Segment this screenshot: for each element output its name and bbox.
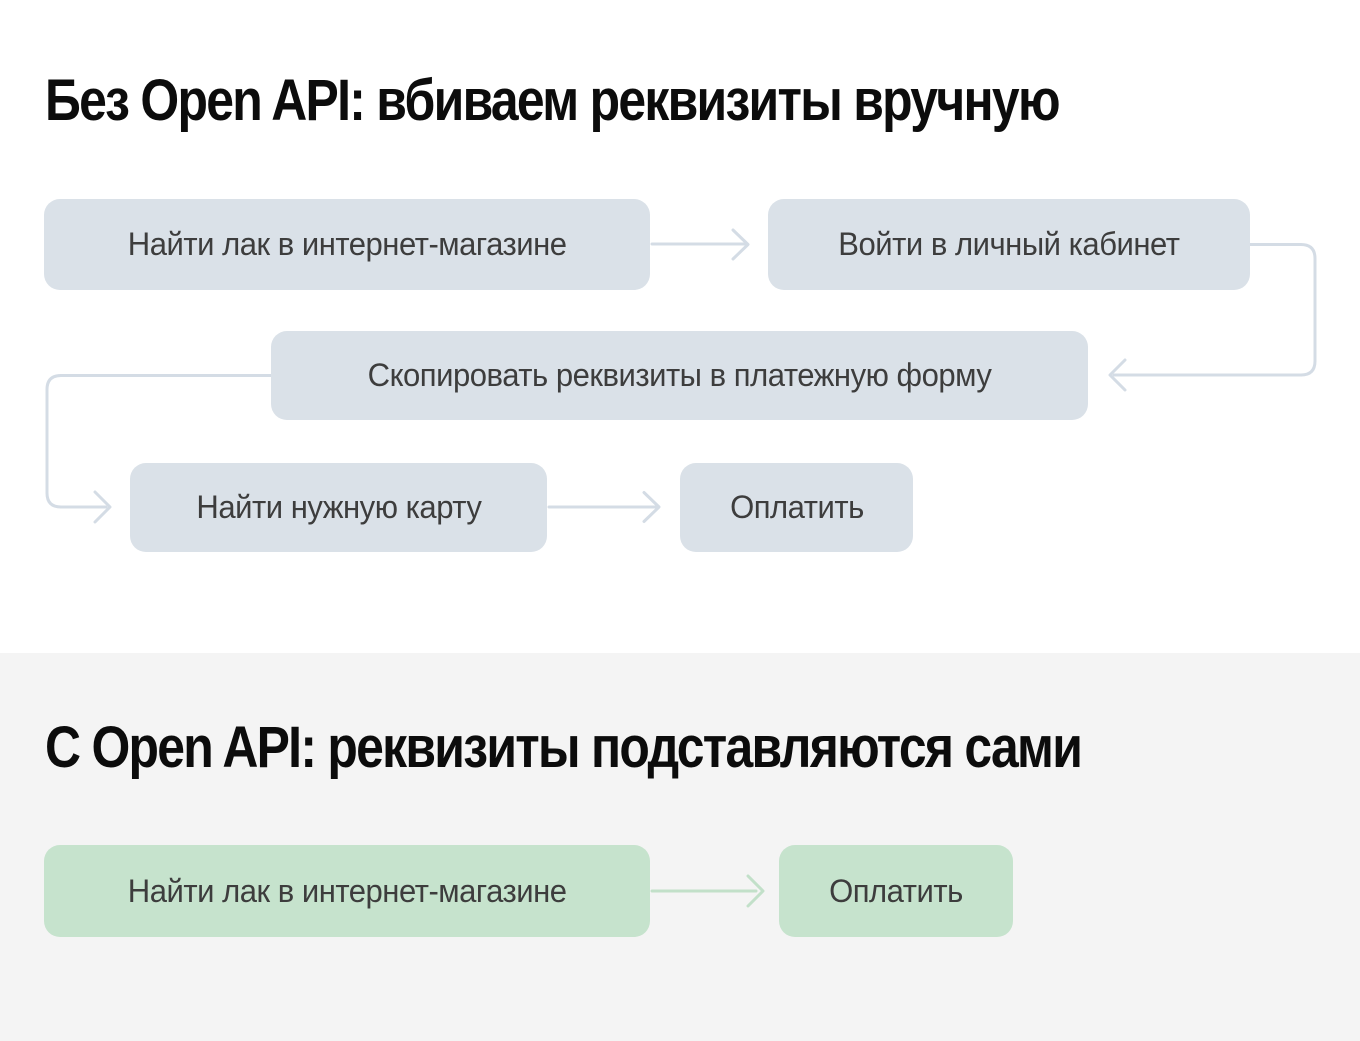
arrow-head-card-to-pay — [642, 491, 661, 523]
step-label-pay-manual: Оплатить — [729, 489, 864, 525]
step-box-login-account: Войти в личный кабинет — [768, 199, 1250, 290]
step-label-find-card: Найти нужную карту — [196, 489, 481, 525]
step-box-copy-details: Скопировать реквизиты в платежную форму — [271, 331, 1088, 420]
step-box-find-product: Найти лак в интернет-магазине — [44, 199, 650, 290]
step-box-pay-api: Оплатить — [779, 845, 1013, 937]
step-label-login-account: Войти в личный кабинет — [838, 226, 1180, 262]
step-box-pay-manual: Оплатить — [680, 463, 913, 552]
manual-flow-title: Без Open API: вбиваем реквизиты вручную — [45, 68, 1061, 133]
arrow-head-find-to-login — [731, 228, 750, 261]
step-label-pay-api: Оплатить — [829, 872, 963, 909]
step-label-copy-details: Скопировать реквизиты в платежную форму — [367, 357, 992, 393]
step-label-find-product: Найти лак в интернет-магазине — [127, 226, 567, 262]
arrow-head-login-to-copy — [1108, 358, 1127, 392]
step-box-find-card: Найти нужную карту — [130, 463, 547, 552]
api-flow-title: С Open API: реквизиты подставляются сами — [45, 715, 1083, 780]
arrow-head-find-to-pay — [746, 874, 765, 908]
api-flow-section: С Open API: реквизиты подставляются сами… — [0, 653, 1360, 1041]
arrow-head-copy-to-card — [93, 490, 112, 524]
step-box-find-product-api: Найти лак в интернет-магазине — [44, 845, 650, 937]
manual-flow-section: Без Open API: вбиваем реквизиты вручную … — [44, 68, 1317, 552]
step-label-find-product-api: Найти лак в интернет-магазине — [127, 872, 567, 909]
